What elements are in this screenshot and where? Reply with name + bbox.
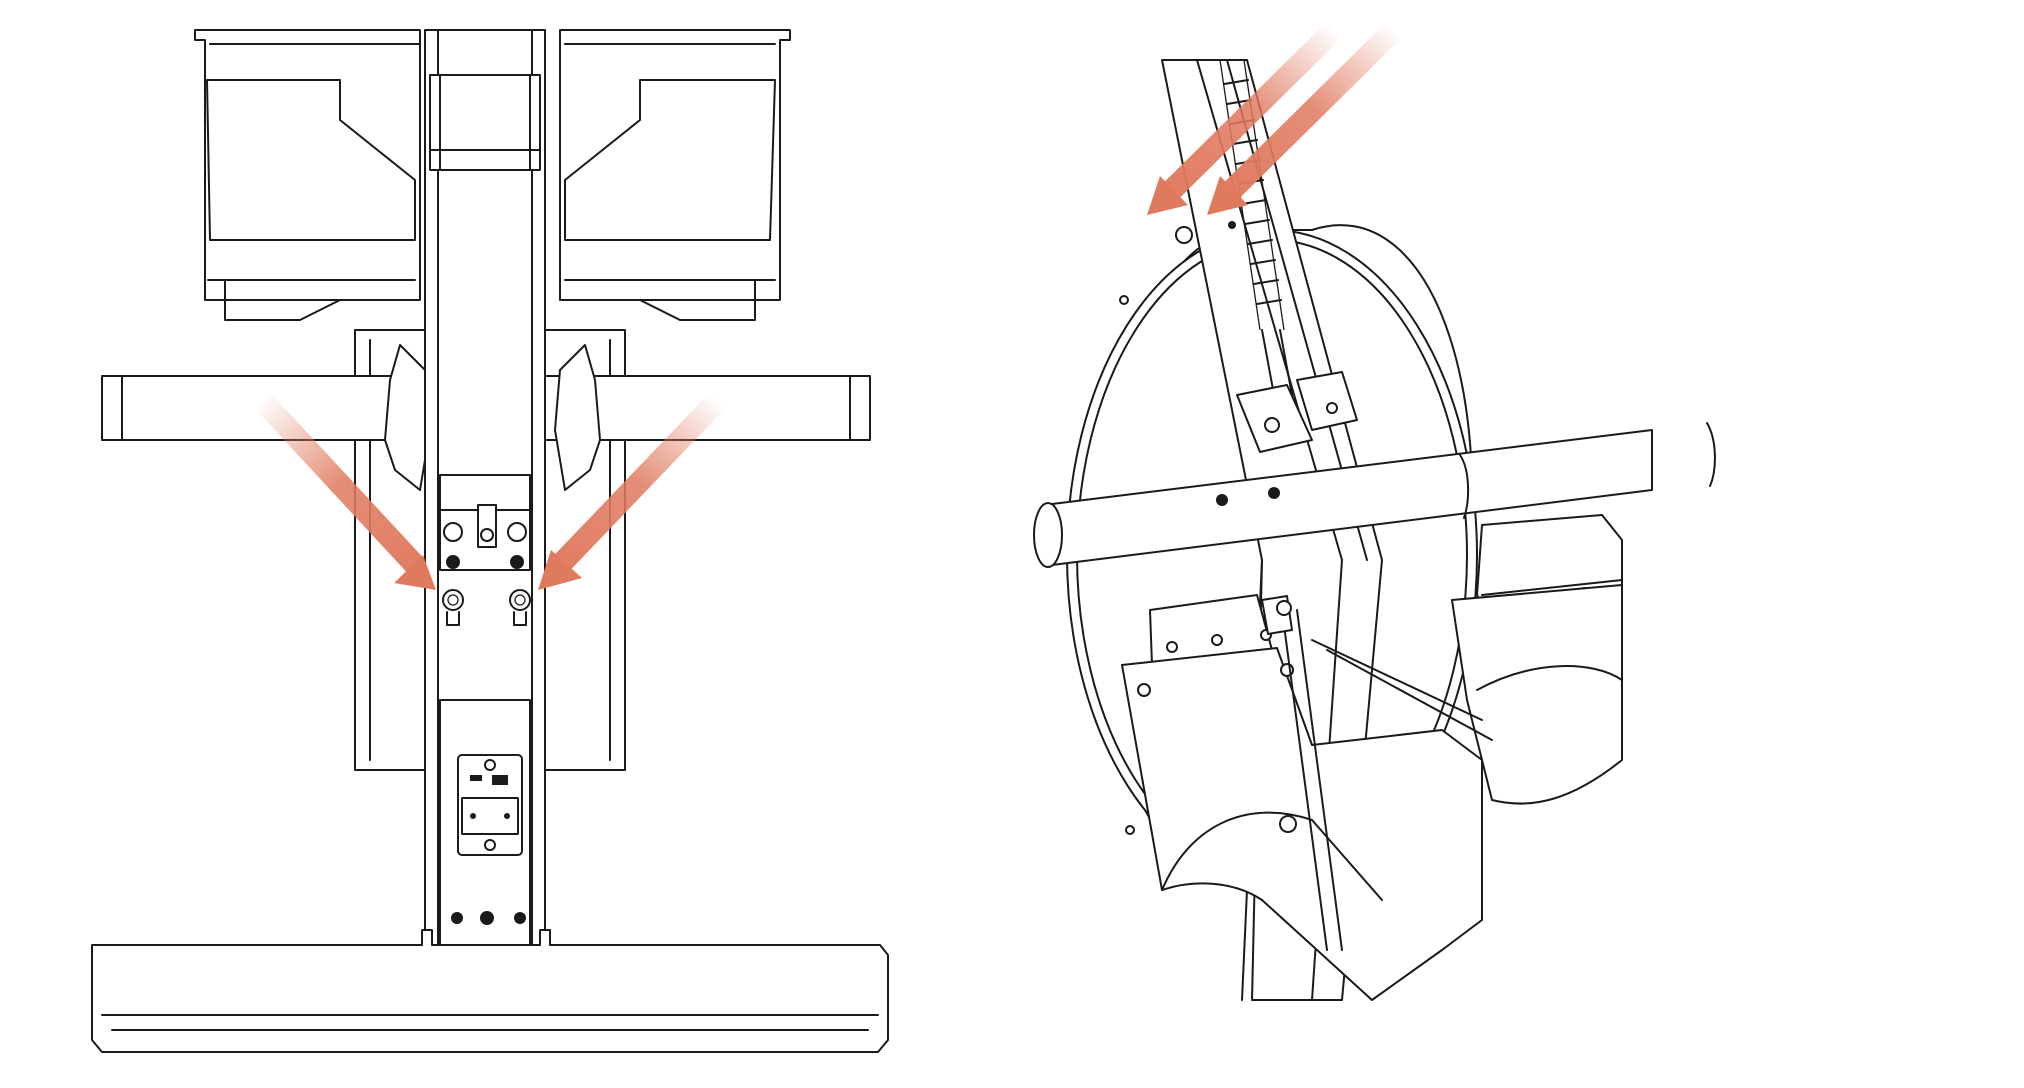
target-hole — [1175, 226, 1193, 244]
front-view-drawing — [91, 29, 889, 1053]
left-arrowhead — [394, 555, 436, 590]
right-bracket — [554, 344, 601, 491]
control-plate — [457, 754, 523, 856]
side-view-drawing — [1033, 22, 1716, 1001]
chain-tensioner — [1236, 371, 1358, 453]
front-seat-slider — [1121, 594, 1483, 1001]
right-arrow — [1207, 22, 1402, 215]
right-arrow — [538, 392, 726, 590]
left-arrowhead — [1147, 176, 1188, 215]
left-arrow — [1147, 22, 1342, 215]
center-rail — [424, 29, 546, 1011]
handle-bar — [1033, 422, 1716, 568]
rail-hole-3 — [514, 912, 526, 924]
right-arrowhead — [538, 550, 582, 590]
frame-bolts — [442, 522, 531, 626]
right-seat-housing — [559, 29, 791, 321]
left-target-bolt — [442, 589, 464, 611]
rear-seat-block — [1451, 514, 1623, 805]
rail-hole-1 — [451, 912, 463, 924]
front-view-panel — [91, 29, 889, 1053]
linkage-rods — [1261, 595, 1493, 951]
left-arrow — [253, 392, 436, 590]
side-view-panel — [1012, 0, 2024, 1088]
target-chain-point — [1228, 221, 1236, 229]
base-foot — [91, 929, 889, 1053]
right-arrowhead — [1207, 176, 1248, 215]
right-target-bolt — [509, 589, 531, 611]
left-seat-housing — [194, 29, 421, 321]
rail-hole-2 — [480, 911, 494, 925]
